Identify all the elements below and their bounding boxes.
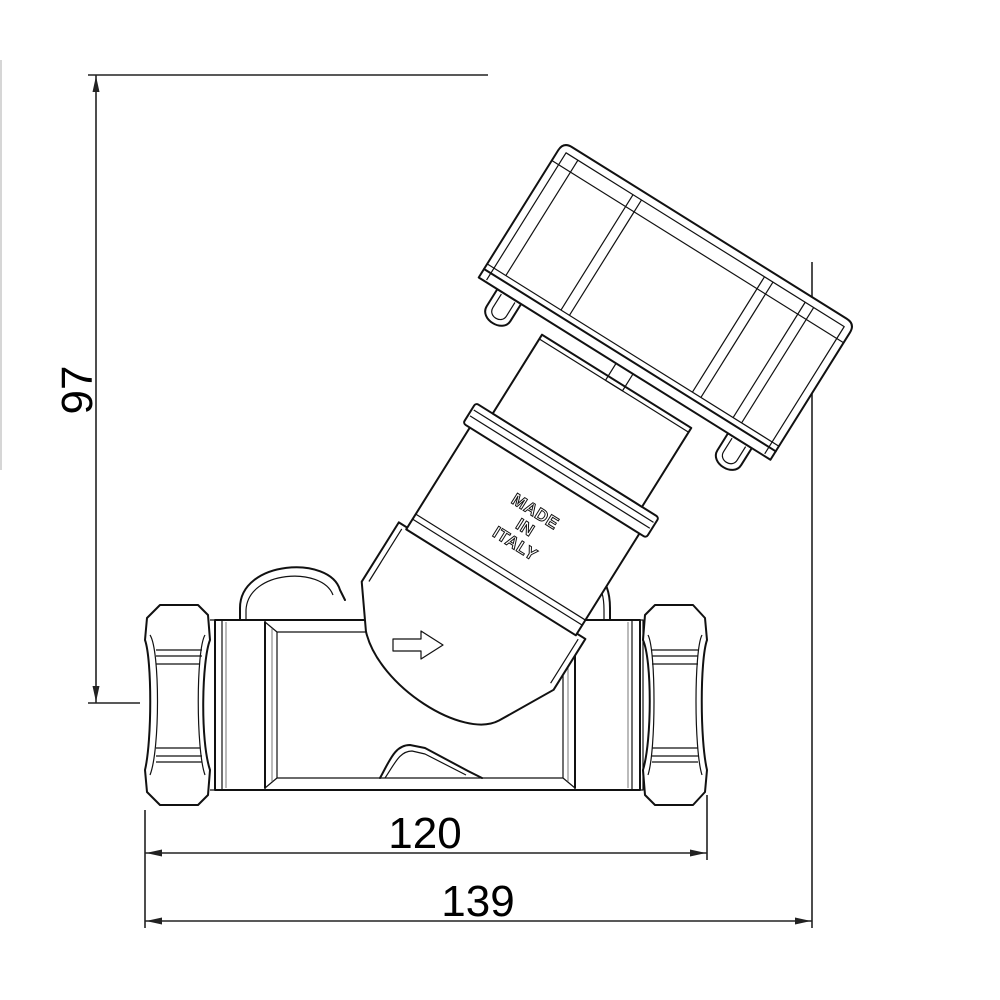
- upper-stem: [491, 333, 693, 508]
- arrow-down-icon: [92, 686, 100, 702]
- arrow-up-icon: [92, 76, 100, 92]
- overall-length-label: 139: [441, 877, 514, 926]
- dimension-body-length: 120: [144, 795, 708, 928]
- arrow-right-icon: [690, 849, 706, 857]
- dimension-height: 97: [53, 74, 488, 704]
- bonnet-neck: [360, 521, 587, 726]
- handwheel[interactable]: [477, 142, 856, 461]
- arrow-left-icon: [146, 917, 162, 925]
- body-length-label: 120: [388, 809, 461, 858]
- handwheel-body[interactable]: [477, 142, 856, 461]
- arrow-right-icon: [795, 917, 811, 925]
- arrow-left-icon: [146, 849, 162, 857]
- valve-seat: [379, 744, 483, 779]
- dimension-overall-length: 139: [145, 262, 813, 928]
- page-edge-line: [0, 60, 2, 470]
- left-boss: [239, 566, 346, 621]
- right-hex-nut: [640, 604, 708, 806]
- flow-arrow-icon: [392, 630, 444, 660]
- valve-bonnet: MADE IN ITALY: [360, 142, 856, 726]
- height-dimension-label: 97: [53, 366, 102, 415]
- left-hex-nut: [144, 604, 216, 806]
